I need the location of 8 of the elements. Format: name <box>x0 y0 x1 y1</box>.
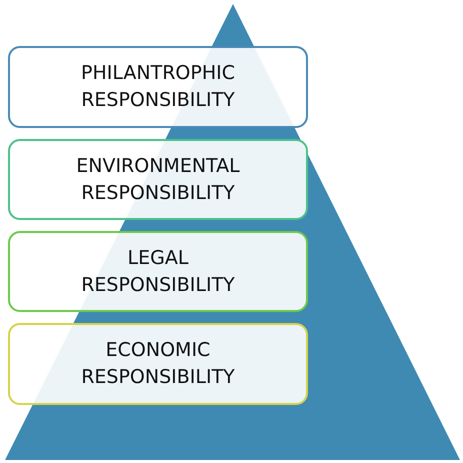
level-label: LEGAL RESPONSIBILITY <box>80 246 236 298</box>
level-box <box>8 139 308 220</box>
level-box <box>8 231 308 312</box>
level-label: PHILANTROPHIC RESPONSIBILITY <box>80 61 236 113</box>
level-label: ECONOMIC RESPONSIBILITY <box>80 338 236 390</box>
level-box <box>8 323 308 405</box>
level-label: ENVIRONMENTAL RESPONSIBILITY <box>75 154 241 206</box>
level-box <box>8 46 308 128</box>
